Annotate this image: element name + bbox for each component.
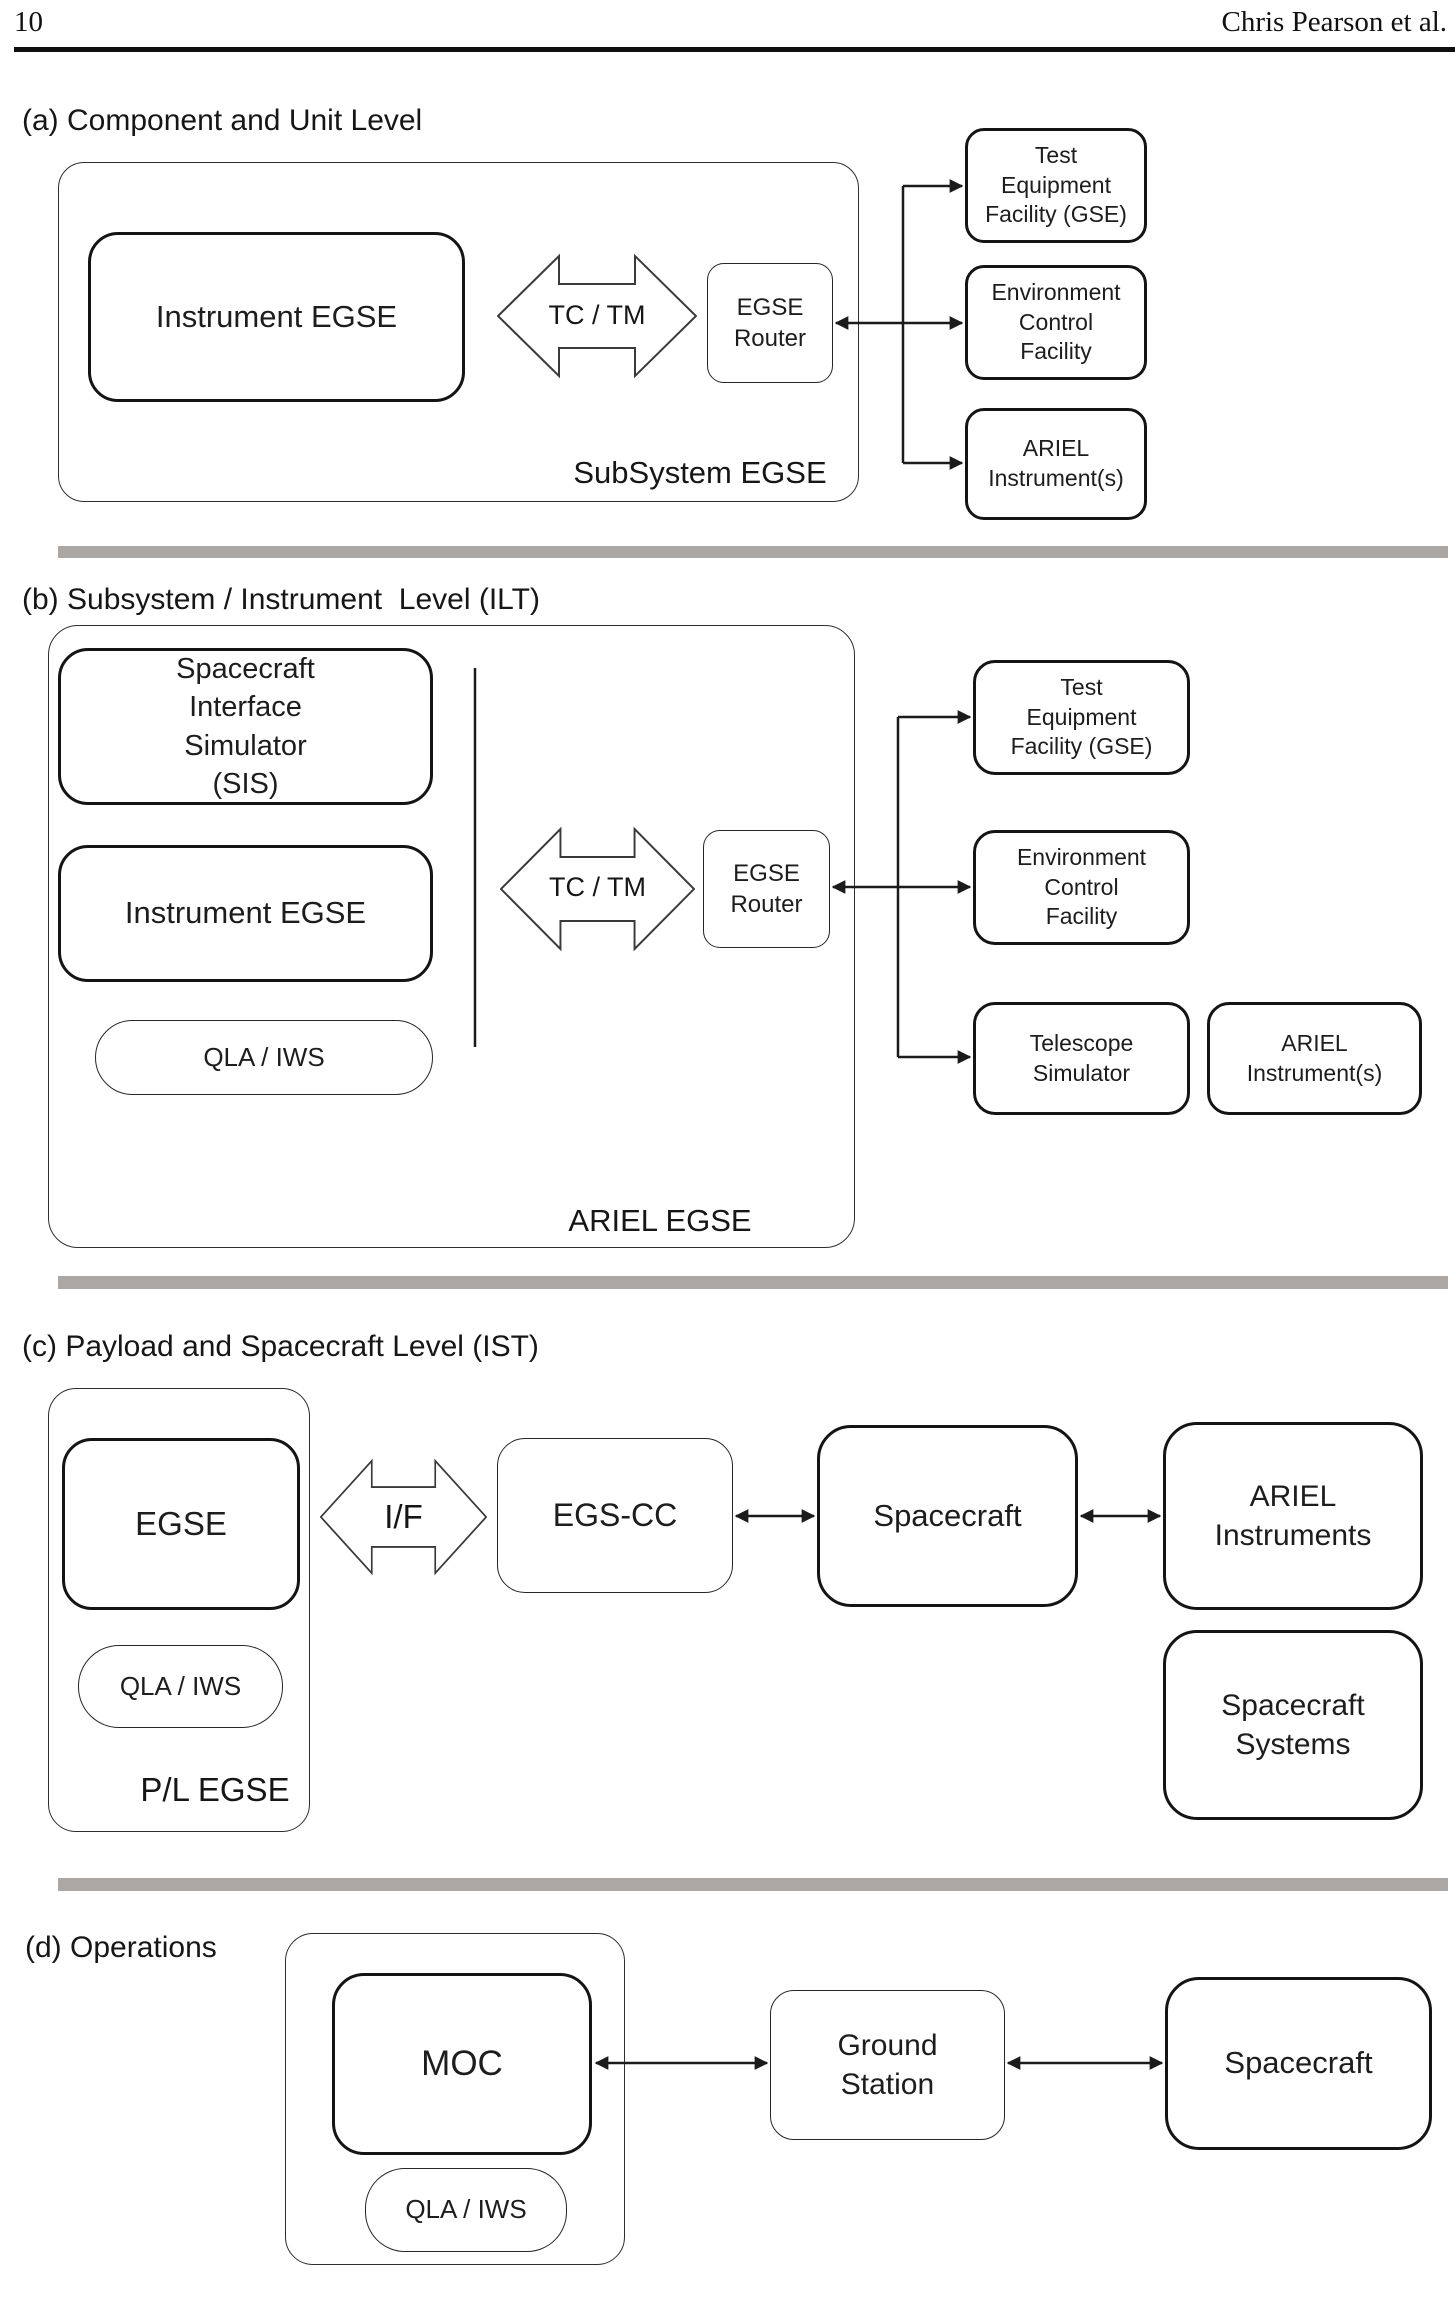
pl-egse-label: P/L EGSE [140, 1771, 290, 1808]
tc-tm-label-b: TC / TM [549, 872, 646, 902]
node-qla-iws-d: QLA / IWS [365, 2168, 567, 2252]
if-double-arrow [320, 1458, 487, 1576]
node-spacecraft-systems: Spacecraft Systems [1163, 1630, 1423, 1820]
node-moc: MOC [332, 1973, 592, 2155]
node-qla-iws-c: QLA / IWS [78, 1645, 283, 1728]
subsystem-egse-label: SubSystem EGSE [573, 455, 827, 490]
node-spacecraft-d: Spacecraft [1165, 1977, 1432, 2150]
if-label: I/F [384, 1498, 423, 1535]
section-c-title: (c) Payload and Spacecraft Level (IST) [22, 1330, 539, 1363]
node-egse-router-b: EGSE Router [703, 830, 830, 948]
node-egs-cc: EGS-CC [497, 1438, 733, 1593]
node-instrument-egse-a: Instrument EGSE [88, 232, 465, 402]
node-ground-station: Ground Station [770, 1990, 1005, 2140]
tc-tm-double-arrow-b [500, 826, 695, 952]
section-b-title: (b) Subsystem / Instrument Level (ILT) [22, 583, 540, 616]
node-test-equipment-a: Test Equipment Facility (GSE) [965, 128, 1147, 243]
node-test-equipment-b: Test Equipment Facility (GSE) [973, 660, 1190, 775]
node-environment-b: Environment Control Facility [973, 830, 1190, 945]
node-egse-c: EGSE [62, 1438, 300, 1610]
ariel-egse-label: ARIEL EGSE [568, 1203, 752, 1238]
separator-2 [58, 1276, 1448, 1289]
node-ariel-instruments-a: ARIEL Instrument(s) [965, 408, 1147, 520]
separator-3 [58, 1878, 1448, 1891]
tc-tm-double-arrow-a [497, 253, 697, 379]
node-spacecraft-c: Spacecraft [817, 1425, 1078, 1607]
node-environment-a: Environment Control Facility [965, 265, 1147, 380]
node-ariel-instruments-b: ARIEL Instrument(s) [1207, 1002, 1422, 1115]
node-sis: Spacecraft Interface Simulator (SIS) [58, 648, 433, 805]
section-d-title: (d) Operations [25, 1931, 217, 1964]
node-telescope-simulator: Telescope Simulator [973, 1002, 1190, 1115]
header-rule [14, 47, 1455, 52]
node-qla-iws-b: QLA / IWS [95, 1020, 433, 1095]
page-author: Chris Pearson et al. [1221, 6, 1447, 38]
section-a-title: (a) Component and Unit Level [22, 104, 423, 137]
separator-1 [58, 546, 1448, 558]
node-egse-router-a: EGSE Router [707, 263, 833, 383]
node-ariel-instruments-c: ARIEL Instruments [1163, 1422, 1423, 1610]
tc-tm-label-a: TC / TM [548, 300, 646, 330]
node-instrument-egse-b: Instrument EGSE [58, 845, 433, 982]
page-number: 10 [14, 6, 43, 38]
